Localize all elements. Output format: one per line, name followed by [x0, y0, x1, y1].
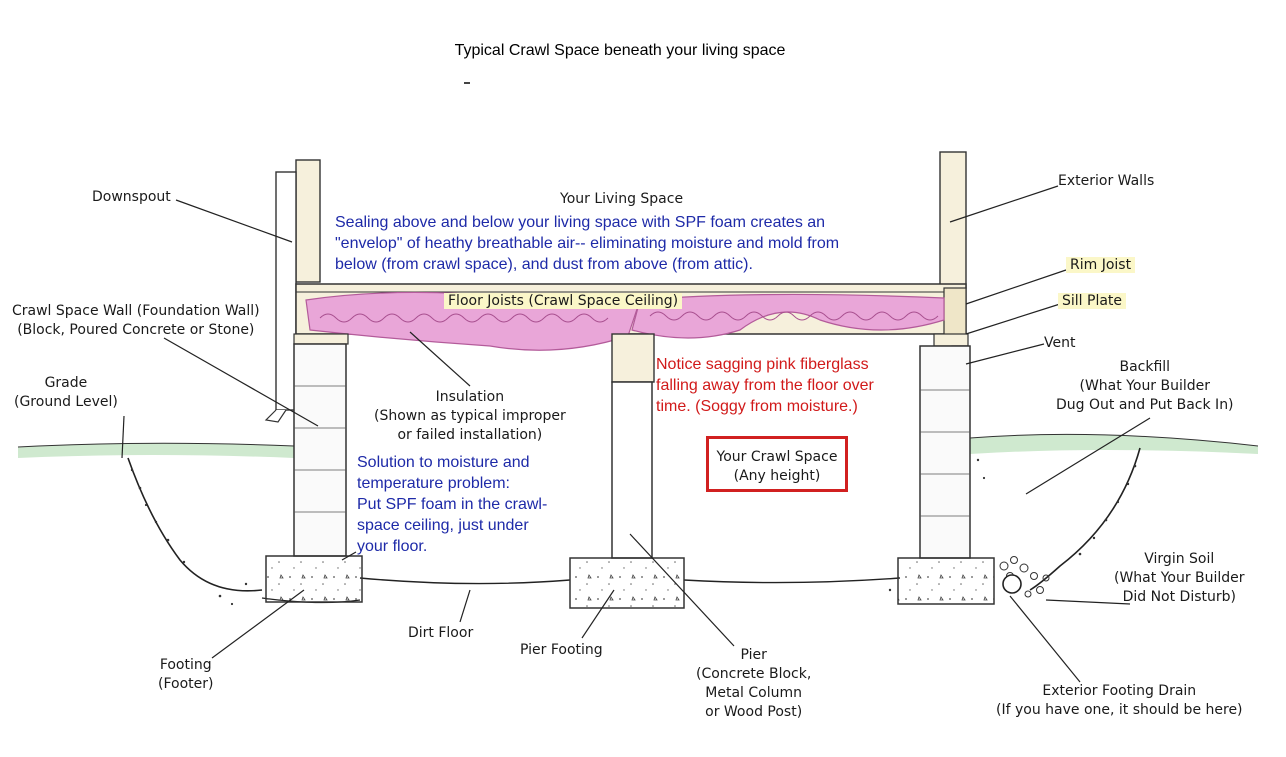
insulation-label: Insulation (Shown as typical improper or… [374, 389, 566, 443]
exterior-walls-label: Exterior Walls [1058, 173, 1155, 189]
dash-mark [464, 82, 470, 84]
footing-label: Footing (Footer) [158, 657, 214, 692]
page-title: Typical Crawl Space beneath your living … [454, 42, 786, 59]
floor-joists-label: Floor Joists (Crawl Space Ceiling) [444, 292, 683, 311]
solution-note: Solution to moisture and temperature pro… [357, 454, 548, 555]
sill-plate-label: Sill Plate [1058, 292, 1127, 311]
footing-drain-pipe [1002, 574, 1022, 594]
foundation-wall-right [919, 345, 971, 559]
crawl-wall-label: Crawl Space Wall (Foundation Wall) (Bloc… [12, 303, 260, 338]
backfill-label: Backfill (What Your Builder Dug Out and … [1056, 359, 1234, 413]
footing-right [897, 557, 995, 605]
sagging-note: Notice sagging pink fiberglass falling a… [656, 356, 874, 415]
dirt-floor-label: Dirt Floor [408, 625, 474, 641]
sealing-note: Sealing above and below your living spac… [335, 214, 840, 273]
crawl-space-highlight-box [706, 436, 848, 492]
rim-joist [943, 287, 967, 337]
pier-footing-label: Pier Footing [520, 642, 603, 658]
downspout-label: Downspout [92, 189, 171, 205]
rim-joist-label: Rim Joist [1066, 256, 1136, 275]
crawl-space-label: Your Crawl Space (Any height) [716, 449, 838, 484]
foundation-wall-left [293, 343, 347, 557]
vent-label: Vent [1044, 335, 1076, 351]
virgin-soil-label: Virgin Soil (What Your Builder Did Not D… [1114, 551, 1245, 605]
grass-left [18, 443, 294, 458]
grass-right [970, 434, 1258, 454]
grade-label: Grade (Ground Level) [14, 375, 118, 410]
footing-drain-label: Exterior Footing Drain (If you have one,… [996, 683, 1243, 718]
pier-footing [569, 557, 685, 609]
pier-label: Pier (Concrete Block, Metal Column or Wo… [696, 647, 812, 720]
insulation-right [631, 293, 945, 339]
pier [611, 381, 653, 559]
footing-left [265, 555, 363, 603]
living-space-label: Your Living Space [560, 191, 684, 207]
